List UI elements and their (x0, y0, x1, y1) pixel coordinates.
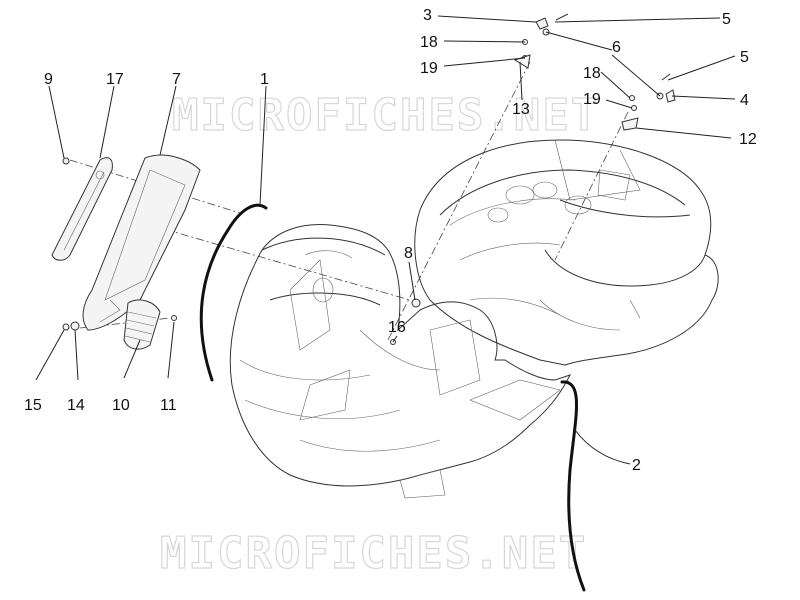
callout-15: 15 (24, 397, 42, 414)
callout-17: 17 (106, 71, 124, 88)
callout-5-top: 5 (722, 11, 731, 28)
callout-6: 6 (612, 39, 621, 56)
part-1-rubber-seal (199, 203, 268, 382)
watermark-bottom: MICROFICHES.NET (160, 528, 587, 579)
callout-labels: 1 2 3 4 5 5 6 7 8 9 10 11 12 13 14 15 16… (24, 7, 757, 474)
watermark-top: MICROFICHES.NET (172, 90, 599, 141)
callout-13: 13 (512, 101, 530, 118)
part-10-footrest-mat (123, 299, 161, 350)
callout-2: 2 (632, 457, 641, 474)
callout-5-right: 5 (740, 49, 749, 66)
callout-19-top: 19 (420, 60, 438, 77)
callout-4: 4 (740, 92, 749, 109)
callout-7: 7 (172, 71, 181, 88)
part-17-cover (51, 157, 113, 261)
callout-19-right: 19 (583, 91, 601, 108)
callout-10: 10 (112, 397, 130, 414)
callout-9: 9 (44, 71, 53, 88)
callout-leaders (35, 15, 736, 465)
callout-1: 1 (260, 71, 269, 88)
callout-11: 11 (160, 397, 177, 414)
part-2-rubber-seal (560, 380, 586, 592)
callout-14: 14 (67, 397, 85, 414)
callout-12: 12 (739, 131, 757, 148)
callout-18-top: 18 (420, 34, 438, 51)
callout-3: 3 (423, 7, 432, 24)
scooter-body-frame (229, 139, 719, 499)
callout-16: 16 (388, 319, 406, 336)
callout-18-right: 18 (583, 65, 601, 82)
part-7-inner-panel (82, 154, 201, 331)
callout-8: 8 (404, 245, 413, 262)
